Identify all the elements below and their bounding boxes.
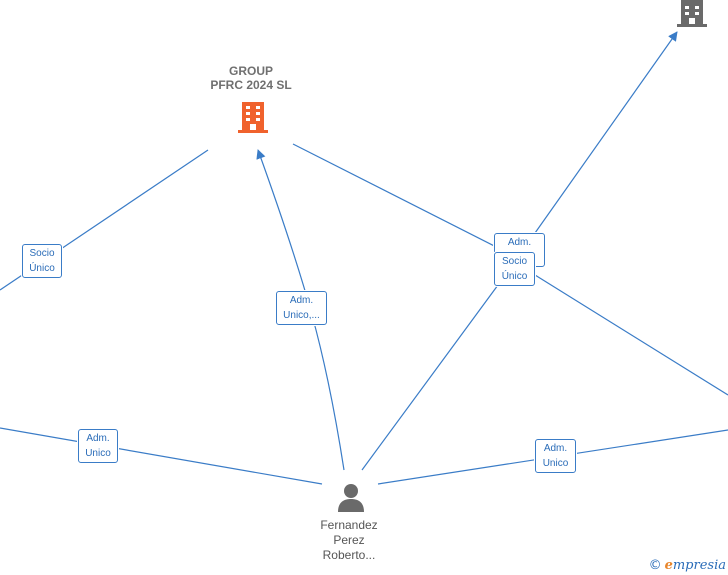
relation-label-line1: Adm. [507,237,532,248]
building-icon-top-right[interactable] [675,0,709,28]
relation-label-line1: Socio [29,248,55,259]
relation-label-line2: Unico [85,448,111,459]
brand-rest: mpresia [672,558,726,573]
edge-person-top-right [361,284,499,471]
brand-first-letter: e [664,558,673,573]
relation-label-adm-left[interactable]: Adm. Unico [78,429,118,463]
relation-label-socio-left[interactable]: Socio Único [22,244,62,278]
company-name-line1: GROUP [228,64,273,78]
relation-label-line2: Único [29,263,55,274]
company-name[interactable]: GROUP PFRC 2024 SL [181,64,321,92]
building-icon[interactable] [236,100,270,134]
relation-label-line1: Socio [501,256,527,267]
person-name-line2: Perez [333,533,365,547]
relation-label-adm-right[interactable]: Adm. Unico [535,439,576,473]
copyright-symbol: © [648,558,662,573]
person-name[interactable]: Fernandez Perez Roberto... [289,518,409,563]
relation-label-line2: Único [501,271,528,282]
relation-label-line2: Unico,... [283,310,320,321]
edge-person-left [0,427,323,485]
relation-label-line2: Unico [542,458,569,469]
relation-label-line1: Adm. [289,295,314,306]
edge-to-top-right-company [534,31,678,234]
relation-label-line1: Adm. [86,433,110,444]
person-icon[interactable] [336,482,366,512]
person-name-line3: Roberto... [322,548,376,562]
company-name-line2: PFRC 2024 SL [210,78,292,92]
person-name-line1: Fernandez [320,518,378,532]
relation-label-socio-right[interactable]: Socio Único [494,252,535,286]
empresia-watermark[interactable]: ©empresia [649,558,726,573]
relation-label-adm-center[interactable]: Adm. Unico,... [276,291,327,325]
edge-company-right [292,143,513,256]
relation-label-line1: Adm. [543,443,568,454]
edge-right-cluster-far-right [534,274,728,396]
